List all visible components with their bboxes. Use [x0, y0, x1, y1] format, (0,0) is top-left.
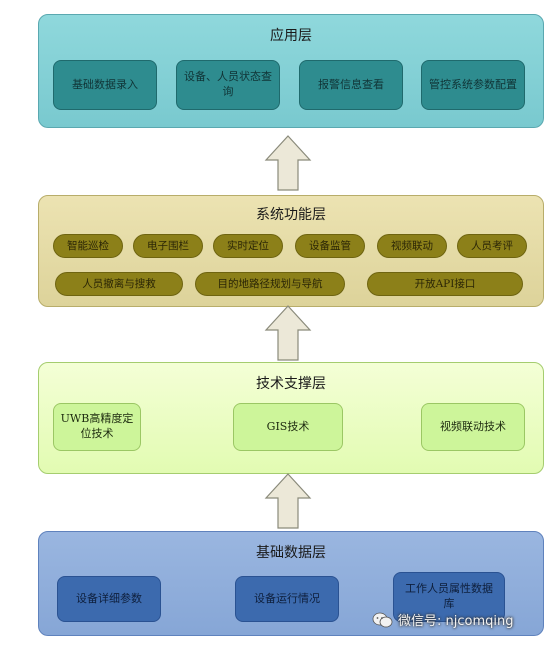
up-arrow-icon: [264, 135, 312, 191]
func-item-device-supervision: 设备监管: [295, 234, 365, 258]
watermark-text: 微信号: njcomqing: [398, 614, 514, 629]
up-arrow-icon: [264, 305, 312, 361]
func-item-route-navigation: 目的地路径规划与导航: [195, 272, 345, 296]
tech-item-gis: GIS技术: [233, 403, 343, 451]
func-item-video-linkage: 视频联动: [377, 234, 447, 258]
tech-support-layer: 技术支撑层 UWB高精度定位技术 GIS技术 视频联动技术: [38, 362, 544, 474]
func-item-staff-evaluation: 人员考评: [457, 234, 527, 258]
func-item-evacuation-rescue: 人员撤离与搜救: [55, 272, 183, 296]
func-item-open-api: 开放API接口: [367, 272, 523, 296]
application-layer-title: 应用层: [270, 28, 312, 44]
app-item-param-config: 管控系统参数配置: [421, 60, 525, 110]
watermark: 微信号: njcomqing: [372, 610, 513, 629]
func-item-realtime-location: 实时定位: [213, 234, 283, 258]
function-layer-title: 系统功能层: [256, 207, 326, 223]
data-item-device-operation: 设备运行情况: [235, 576, 339, 622]
app-item-status-query: 设备、人员状态查询: [176, 60, 280, 110]
up-arrow-icon: [264, 473, 312, 529]
function-layer: 系统功能层 智能巡检 电子围栏 实时定位 设备监管 视频联动 人员考评 人员撤离…: [38, 195, 544, 307]
app-item-alarm-view: 报警信息查看: [299, 60, 403, 110]
data-item-staff-database: 工作人员属性数据库: [393, 572, 505, 622]
data-layer-title: 基础数据层: [256, 545, 326, 561]
tech-item-uwb: UWB高精度定位技术: [53, 403, 141, 451]
func-item-geofence: 电子围栏: [133, 234, 203, 258]
tech-item-video-linkage: 视频联动技术: [421, 403, 525, 451]
func-item-inspection: 智能巡检: [53, 234, 123, 258]
tech-layer-title: 技术支撑层: [256, 376, 326, 392]
app-item-data-entry: 基础数据录入: [53, 60, 157, 110]
wechat-icon: [372, 612, 393, 627]
data-item-device-params: 设备详细参数: [57, 576, 161, 622]
application-layer: 应用层 基础数据录入 设备、人员状态查询 报警信息查看 管控系统参数配置: [38, 14, 544, 128]
base-data-layer: 基础数据层 设备详细参数 设备运行情况 工作人员属性数据库: [38, 531, 544, 636]
